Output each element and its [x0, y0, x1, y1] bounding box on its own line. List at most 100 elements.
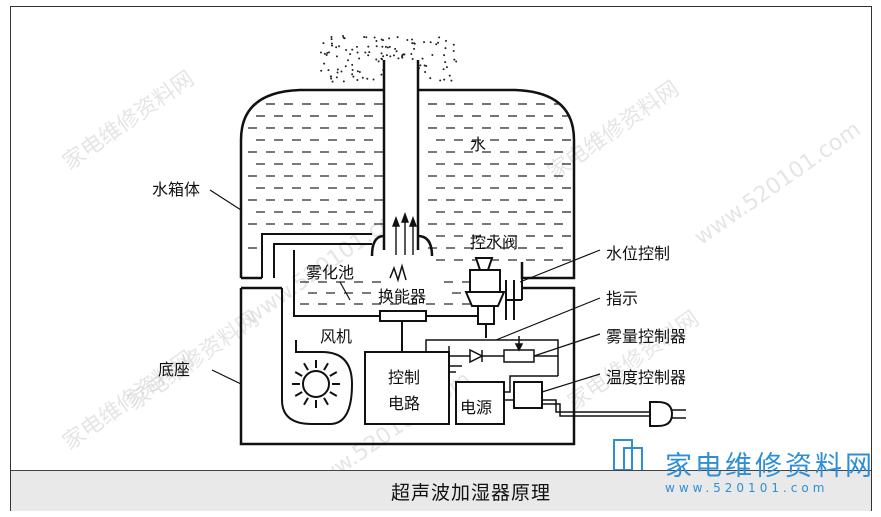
mist-dot — [424, 70, 427, 73]
mist-dot — [364, 51, 367, 54]
mist-dot — [351, 48, 354, 51]
mist-dot — [375, 40, 378, 43]
mist-dot — [366, 77, 369, 80]
water-tank — [239, 88, 576, 280]
fan-blade — [303, 362, 309, 371]
mist-dot — [396, 36, 399, 39]
mist-dot — [385, 54, 388, 57]
mist-dot — [342, 36, 345, 39]
mist-dot — [327, 51, 330, 54]
mist-dot — [367, 54, 370, 57]
mist-dot — [425, 65, 428, 68]
tank-water — [248, 103, 571, 261]
mist-dot — [395, 50, 398, 53]
indicator-led — [449, 336, 558, 364]
mist-dot — [344, 65, 347, 68]
mist-dot — [419, 64, 422, 67]
mist-dot — [431, 53, 434, 56]
mist-dot — [358, 70, 361, 73]
mist-dot — [320, 69, 323, 72]
mist-dot — [352, 75, 355, 78]
mist-dot — [429, 41, 432, 44]
mist-dot — [356, 78, 359, 81]
mist-dot — [325, 53, 328, 56]
mist-dot — [322, 42, 325, 45]
base-housing — [239, 286, 576, 446]
indicator-label: 指示 — [606, 289, 639, 308]
mist-controller-label: 雾量控制器 — [606, 327, 687, 346]
mist-dot — [361, 76, 364, 79]
mist-dot — [413, 47, 416, 50]
mist-dot — [335, 76, 338, 79]
mist-dot — [351, 73, 354, 76]
leader-lines — [209, 189, 601, 393]
mist-dot — [455, 60, 458, 63]
mist-dot — [331, 44, 334, 47]
mist-dot — [323, 52, 326, 55]
mist-dot — [335, 46, 338, 49]
site-logo-url: www.520101.com — [665, 481, 829, 495]
mist-dot — [358, 57, 361, 60]
mist-dot — [372, 78, 375, 81]
mist-dot — [347, 59, 350, 62]
mist-dot — [444, 47, 447, 50]
fan-blades — [292, 360, 340, 408]
fan-blade — [294, 371, 303, 377]
mist-dot — [342, 35, 345, 38]
mist-dot — [330, 35, 333, 38]
fan — [281, 340, 354, 425]
mist-arrows — [391, 212, 418, 255]
mist-dot — [448, 74, 451, 77]
mist-dot — [365, 36, 368, 39]
site-logo-text: 家电维修资料网 — [665, 451, 875, 482]
fan-blade — [323, 362, 329, 371]
mist-dot — [388, 37, 391, 40]
mist-dot — [439, 79, 442, 82]
mist-dot — [356, 51, 359, 54]
mist-dot — [389, 55, 392, 58]
mist-dot — [340, 70, 343, 73]
mist-dot — [382, 55, 385, 58]
fan-blade — [329, 371, 338, 377]
mist-dot — [452, 49, 455, 52]
mist-dot — [445, 39, 448, 42]
mist-dot — [373, 36, 376, 39]
mist-dot — [384, 45, 387, 48]
control-circuit-label-1: 控制 — [388, 368, 421, 387]
mist-dot — [392, 54, 395, 57]
mist-dot — [323, 62, 326, 65]
mist-dot — [380, 38, 383, 41]
mist-dot — [356, 70, 359, 73]
tank-label: 水箱体 — [152, 180, 201, 199]
fan-blade — [294, 391, 303, 397]
mist-dot — [375, 45, 378, 48]
mist-dot — [355, 45, 358, 48]
mist-dot — [331, 80, 334, 83]
transducer — [379, 310, 427, 322]
mist-dot — [406, 38, 409, 41]
mist-dot — [363, 35, 366, 38]
mist-dot — [327, 69, 330, 72]
mist-dot — [423, 64, 426, 67]
mist-dot — [380, 52, 383, 55]
mist-dot — [351, 69, 354, 72]
mist-dot — [368, 51, 371, 54]
temperature-sensor — [513, 381, 543, 409]
mist-dot — [375, 58, 378, 61]
mist-dot — [342, 80, 345, 83]
fan-label: 风机 — [320, 327, 353, 346]
mist-dot — [330, 42, 333, 45]
mist-dot — [367, 45, 370, 48]
fan-blade — [329, 391, 338, 397]
mist-dot — [438, 36, 441, 39]
mist-dot — [319, 51, 322, 54]
mist-dot — [335, 55, 338, 58]
mist-dot — [345, 48, 348, 51]
mist-dot — [411, 38, 414, 41]
mist-dot — [386, 46, 389, 49]
mist-dot — [442, 68, 445, 71]
mist-dot — [338, 45, 341, 48]
water-valve — [464, 257, 506, 338]
figure-caption: 超声波加湿器原理 — [391, 482, 552, 504]
